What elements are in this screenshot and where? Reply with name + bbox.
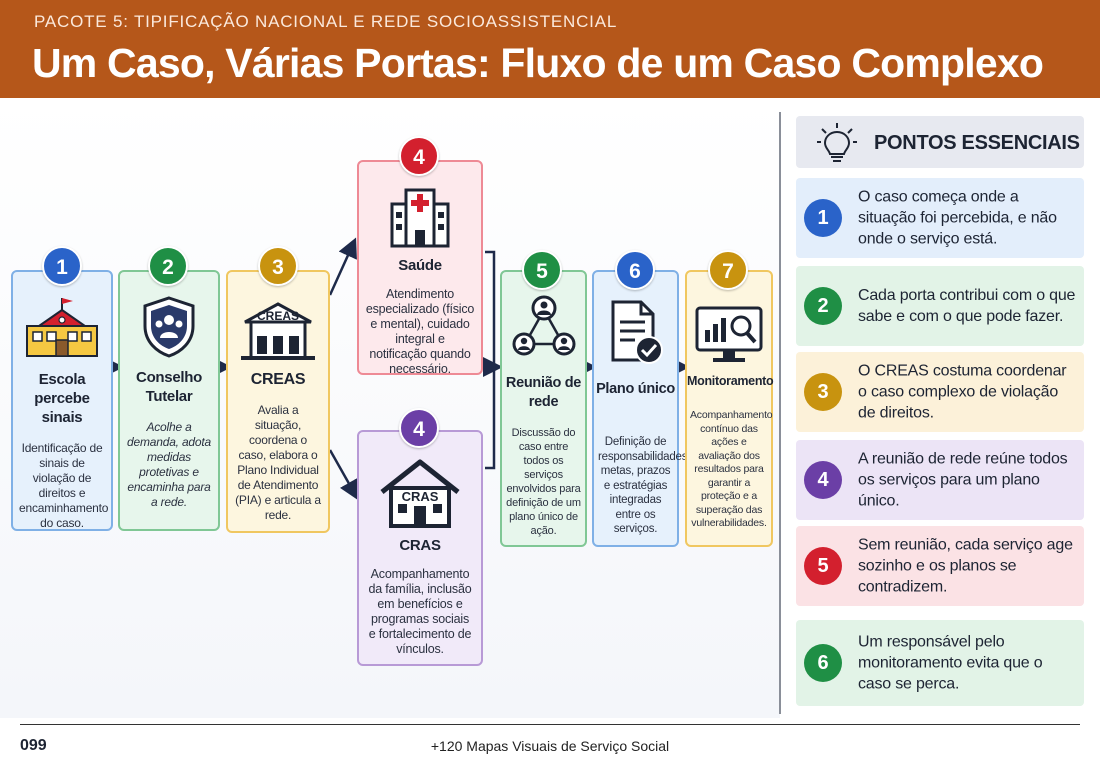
package-label: PACOTE 5: TIPIFICAÇÃO NACIONAL E REDE SO… <box>34 12 618 31</box>
monitor-search-icon <box>695 306 763 362</box>
key-point: 6 Um responsável pelo monitoramento evit… <box>796 620 1084 706</box>
flow-card-description: Identificação de sinais de violação de d… <box>19 441 109 530</box>
flow-card-description: Avalia a situação, coordena o caso, elab… <box>235 403 321 522</box>
key-point-text: O CREAS costuma coordenar o caso complex… <box>858 362 1067 422</box>
panel-divider <box>779 112 781 714</box>
flow-card-escola: Escola percebe sinais Identificação de s… <box>11 270 113 531</box>
key-point-number: 5 <box>804 547 842 585</box>
house-icon: CRAS <box>380 459 460 528</box>
hospital-icon <box>390 188 450 248</box>
house-sign: CRAS <box>402 489 439 504</box>
footer-divider <box>20 724 1080 725</box>
book-title: +120 Mapas Visuais de Serviço Social <box>430 738 670 754</box>
key-point-text: Cada porta contribui com o que sabe e co… <box>858 287 1076 325</box>
step-badge: 3 <box>258 246 298 286</box>
step-badge: 7 <box>708 250 748 290</box>
flow-card-title: Monitoramento <box>687 374 774 388</box>
step-badge: 2 <box>148 246 188 286</box>
flow-card-plano-unico: Plano único Definição de responsabilidad… <box>592 270 691 547</box>
flow-card-description: Definição de responsabilidades, metas, p… <box>598 436 691 535</box>
key-point-text: Sem reunião, cada serviço age sozinho e … <box>858 536 1073 596</box>
flow-card-monitoramento: Monitoramento Acompanhamento contínuo da… <box>685 270 774 547</box>
flow-card-title: Reunião de rede <box>505 375 582 410</box>
step-badge: 5 <box>522 250 562 290</box>
flow-card-description: Acompanhamento da família, inclusão em b… <box>368 567 472 656</box>
key-points-header: PONTOS ESSENCIAIS <box>796 116 1084 168</box>
flow-card-description: Acolhe a demanda, adota medidas protetiv… <box>127 420 211 509</box>
key-point: 5 Sem reunião, cada serviço age sozinho … <box>796 526 1084 606</box>
step-badge: 1 <box>42 246 82 286</box>
building-sign: CREAS <box>257 309 299 323</box>
step-badge: 6 <box>615 250 655 290</box>
merge-bracket <box>485 250 496 470</box>
key-point-number: 2 <box>804 287 842 325</box>
arrow-3-saude <box>328 237 357 296</box>
page-number: 099 <box>20 737 47 754</box>
key-point-text: A reunião de rede reúne todos os serviço… <box>858 450 1068 510</box>
flow-card-title: Escola percebe sinais <box>34 371 90 426</box>
key-point: 2 Cada porta contribui com o que sabe e … <box>796 266 1084 346</box>
flow-card-description: Atendimento especializado (físico e ment… <box>365 287 475 376</box>
flow-card-description: Acompanhamento contínuo das ações e aval… <box>690 409 773 529</box>
shield-people-icon <box>143 296 195 358</box>
flow-card-conselho-tutelar: Conselho Tutelar Acolhe a demanda, adota… <box>118 270 220 531</box>
flow-card-cras: CRAS CRAS Acompanhamento da família, inc… <box>357 430 483 666</box>
flow-card-creas: CREAS CREAS Avalia a situação, coordena … <box>226 270 330 533</box>
flow-card-title: Plano único <box>596 381 675 397</box>
step-badge: 4 <box>399 136 439 176</box>
step-badge: 4 <box>399 408 439 448</box>
lightbulb-icon <box>817 123 857 162</box>
flow-card-title: Saúde <box>398 257 442 274</box>
key-point-text: Um responsável pelo monitoramento evita … <box>858 633 1043 693</box>
flow-card-title: Conselho Tutelar <box>136 369 202 405</box>
building-icon: CREAS <box>241 302 315 360</box>
flow-card-title: CREAS <box>250 371 306 388</box>
key-point-number: 6 <box>804 644 842 682</box>
key-point: 1 O caso começa onde a situação foi perc… <box>796 178 1084 258</box>
key-points-title: PONTOS ESSENCIAIS <box>874 132 1080 154</box>
document-check-icon <box>611 300 663 364</box>
header-banner: PACOTE 5: TIPIFICAÇÃO NACIONAL E REDE SO… <box>0 0 1100 98</box>
arrow-3-cras <box>328 449 359 501</box>
flow-card-saude: Saúde Atendimento especializado (físico … <box>357 160 483 376</box>
flow-card-description: Discussão do caso entre todos os serviço… <box>506 427 581 537</box>
key-point-number: 3 <box>804 373 842 411</box>
network-icon <box>512 295 575 356</box>
flow-card-reuniao-de-rede: Reunião de rede Discussão do caso entre … <box>500 270 587 547</box>
flow-card-title: CRAS <box>399 537 441 554</box>
key-point: 3 O CREAS costuma coordenar o caso compl… <box>796 352 1084 432</box>
key-point: 4 A reunião de rede reúne todos os servi… <box>796 440 1084 520</box>
key-point-number: 4 <box>804 461 842 499</box>
school-icon <box>26 298 98 357</box>
page-title: Um Caso, Várias Portas: Fluxo de um Caso… <box>32 40 1044 86</box>
key-point-text: O caso começa onde a situação foi perceb… <box>858 188 1057 248</box>
key-point-number: 1 <box>804 199 842 237</box>
